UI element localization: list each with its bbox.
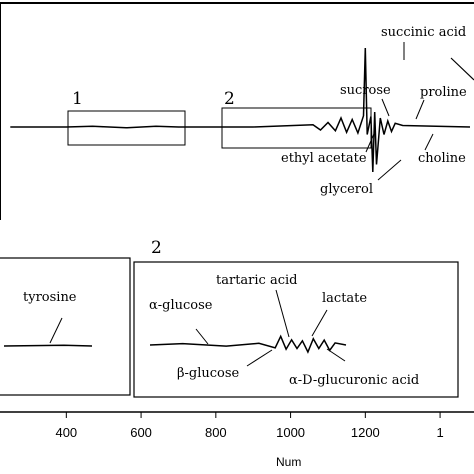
peak-label-ethyl-acetate: ethyl acetate	[281, 151, 367, 166]
leader-lactate	[311, 309, 328, 337]
peak-label-succinic-acid: succinic acid	[381, 25, 466, 40]
x-tick-label: 1200	[351, 425, 380, 440]
x-tick-label: 600	[130, 425, 152, 440]
inset-peak-label-tartaric-acid: tartaric acid	[216, 273, 297, 288]
peak-label-proline: proline	[420, 85, 467, 100]
x-tick-label: 1	[436, 425, 443, 440]
x-tick-label: 400	[55, 425, 77, 440]
top-spectrum-line	[10, 47, 471, 173]
inset-peak-label-tyrosine: tyrosine	[23, 290, 77, 305]
leader-tyrosine	[49, 317, 63, 344]
peak-annotations: succinic acid sucrose proline ethyl acet…	[281, 25, 467, 197]
inset-label-2: 2	[151, 238, 162, 258]
region-label-1: 1	[72, 89, 83, 109]
x-axis: 400 600 800 1000 1200 1	[0, 411, 474, 440]
inset-box-right	[133, 261, 459, 398]
inset-peak-label-alpha-glucose: α-glucose	[149, 298, 213, 313]
top-panel: 1 2 succinic acid sucrose proline ethyl …	[0, 2, 474, 220]
peak-label-sucrose: sucrose	[340, 83, 391, 98]
x-tick-label: 800	[205, 425, 227, 440]
leader-proline	[415, 99, 425, 120]
leader-alpha-glucose	[195, 328, 209, 345]
region-label-2: 2	[224, 89, 235, 109]
inset-peak-label-lactate: lactate	[322, 291, 367, 306]
inset-box-left	[0, 257, 131, 396]
diagonal-tick	[450, 57, 474, 81]
inset-left-spectrum-line	[3, 344, 93, 347]
leader-ethyl-acetate	[365, 133, 375, 153]
region-box-2	[221, 107, 372, 149]
region-box-1	[67, 110, 186, 146]
peak-label-glycerol: glycerol	[320, 182, 373, 197]
inset-peak-label-beta-glucose: β-glucose	[177, 366, 240, 381]
x-tick-label: 1000	[276, 425, 305, 440]
leader-sucrose	[381, 98, 390, 117]
inset-right-spectrum-line	[149, 334, 347, 354]
leader-choline	[424, 133, 434, 151]
bottom-panels: tyrosine 2 tartaric acid α-glucose lacta…	[0, 238, 459, 398]
inset-peak-label-alpha-d-glucuronic-acid: α-D-glucuronic acid	[289, 373, 419, 388]
leader-alpha-d-glucuronic-acid	[326, 348, 346, 362]
x-axis-label: Num	[276, 455, 301, 469]
leader-glycerol	[377, 159, 402, 181]
leader-beta-glucose	[246, 349, 273, 367]
leader-tartaric-acid	[275, 289, 290, 338]
peak-label-choline: choline	[418, 151, 466, 166]
